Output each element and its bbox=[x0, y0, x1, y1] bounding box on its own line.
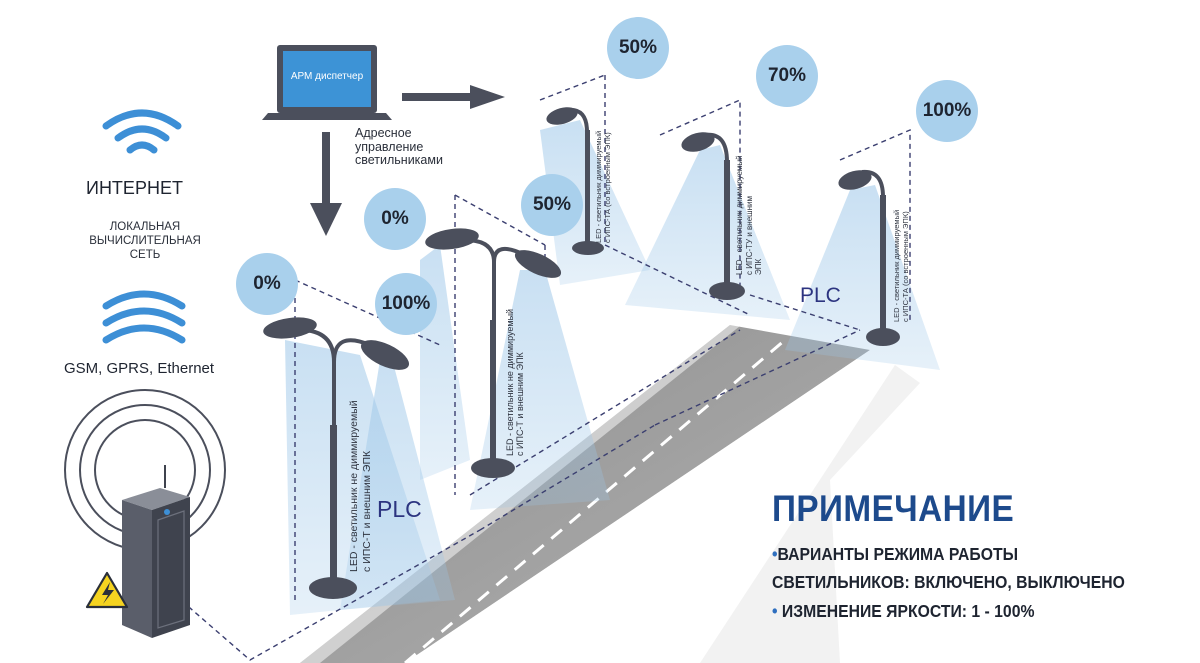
lamp-label-dimmable-tu-line-2: с ИПС-ТУ и внешним bbox=[744, 196, 754, 275]
note-line-1-text: ВАРИАНТЫ РЕЖИМА РАБОТЫ bbox=[777, 544, 1019, 564]
street-lamp-double-1 bbox=[263, 317, 410, 599]
lan-label-line-2: ВЫЧИСЛИТЕЛЬНАЯ bbox=[89, 235, 201, 247]
laptop-icon bbox=[262, 45, 392, 120]
lan-label: ЛОКАЛЬНАЯ ВЫЧИСЛИТЕЛЬНАЯ СЕТЬ bbox=[70, 220, 220, 262]
note-title: ПРИМЕЧАНИЕ bbox=[772, 488, 1015, 529]
lamp-label-non-dimmable-1: LED - светильник не диммируемый с ИПС-Т … bbox=[348, 400, 373, 572]
light-cones bbox=[285, 120, 940, 615]
lamp-label-non-dimmable-1-line-2: с ИПС-Т и внешним ЭПК bbox=[360, 450, 373, 572]
lan-label-line-3: СЕТЬ bbox=[129, 249, 161, 261]
brightness-badge-lamp1-right: 100% bbox=[375, 273, 437, 335]
plc-label-back: PLC bbox=[800, 284, 841, 307]
street-lamp-single-2 bbox=[681, 132, 745, 300]
plc-label-front: PLC bbox=[377, 496, 422, 522]
lamp-label-dimmable-tu-line-1: LED - светильник диммируемый bbox=[735, 155, 744, 275]
lan-label-line-1: ЛОКАЛЬНАЯ bbox=[109, 221, 181, 233]
note-bullet-2: • bbox=[772, 601, 778, 621]
lamp-label-dimmable-ta-2-line-1: LED - светильник диммируемый bbox=[892, 209, 901, 322]
brightness-badge-lamp2-left: 0% bbox=[364, 188, 426, 250]
street-lamp-double-2 bbox=[425, 228, 562, 478]
street-lamp-single-1 bbox=[546, 107, 604, 255]
wifi-icon bbox=[102, 109, 182, 154]
arrow-down-icon bbox=[310, 132, 342, 236]
street-lamp-single-3 bbox=[838, 169, 900, 346]
note-line-1: •ВАРИАНТЫ РЕЖИМА РАБОТЫ bbox=[772, 544, 1018, 565]
arrow-right-icon bbox=[402, 85, 505, 109]
brightness-badge-lamp1-left: 0% bbox=[236, 253, 298, 315]
lamp-label-dimmable-ta-2: LED - светильник диммируемый с ИПС-ТА (с… bbox=[892, 210, 910, 322]
high-voltage-warning-icon bbox=[85, 571, 129, 609]
dispatcher-screen-label: АРМ диспетчер bbox=[290, 71, 364, 82]
electrical-cabinet-icon bbox=[122, 465, 190, 638]
lamp-label-non-dimmable-2-line-2: с ИПС-Т и внешним ЭПК bbox=[515, 352, 525, 456]
lamp-label-dimmable-tu-line-3: ЭПК bbox=[754, 258, 763, 275]
internet-label: ИНТЕРНЕТ bbox=[86, 178, 183, 198]
lamp-label-dimmable-ta-1-line-1: LED - светильник диммируемый bbox=[594, 130, 603, 243]
lamp-label-dimmable-ta-1-line-2: с ИПС-ТА (со встроенным ЭПК) bbox=[603, 132, 612, 243]
dispatcher-caption-line-3: светильниками bbox=[355, 153, 443, 167]
note-line-2: СВЕТИЛЬНИКОВ: ВКЛЮЧЕНО, ВЫКЛЮЧЕНО bbox=[772, 572, 1125, 592]
note-line-3-text: ИЗМЕНЕНИЕ ЯРКОСТИ: 1 - 100% bbox=[781, 601, 1035, 621]
lamp-label-dimmable-ta-2-line-2: с ИПС-ТА (со встроенным ЭПК) bbox=[901, 211, 910, 322]
lamp-label-dimmable-ta-1: LED - светильник диммируемый с ИПС-ТА (с… bbox=[594, 131, 612, 243]
lamp-label-non-dimmable-2: LED - светильник не диммируемый с ИПС-Т … bbox=[505, 309, 525, 456]
lamp-label-dimmable-tu: LED - светильник диммируемый с ИПС-ТУ и … bbox=[735, 155, 764, 275]
lamp-label-non-dimmable-1-line-1: LED - светильник не диммируемый bbox=[348, 400, 360, 572]
dispatcher-caption-line-1: Адресное bbox=[355, 126, 412, 140]
brightness-badge-lamp3: 50% bbox=[607, 17, 669, 79]
lamp-label-non-dimmable-2-line-1: LED - светильник не диммируемый bbox=[505, 308, 515, 456]
gsm-label: GSM, GPRS, Ethernet bbox=[64, 360, 215, 377]
signal-waves-icon bbox=[102, 290, 186, 344]
dispatcher-caption-line-2: управление bbox=[355, 139, 424, 154]
brightness-badge-lamp4: 70% bbox=[756, 45, 818, 107]
dispatcher-caption: Адресное управление светильниками bbox=[355, 126, 443, 168]
note-line-3: • ИЗМЕНЕНИЕ ЯРКОСТИ: 1 - 100% bbox=[772, 601, 1034, 622]
brightness-badge-lamp2-right: 50% bbox=[521, 174, 583, 236]
note-bullet-1: • bbox=[772, 544, 778, 564]
brightness-badge-lamp5: 100% bbox=[916, 80, 978, 142]
